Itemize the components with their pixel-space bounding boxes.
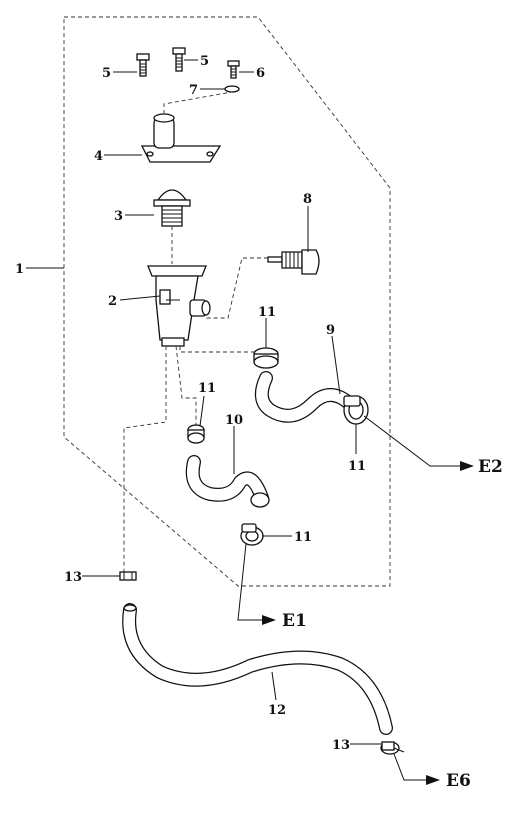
outlet-label-e1: E1 — [282, 611, 307, 631]
label-part-5a: 5 — [102, 66, 111, 81]
label-part-1: 1 — [15, 262, 24, 277]
leader-2 — [119, 295, 161, 301]
hose-clip-13-a — [119, 571, 137, 581]
hose-10 — [185, 455, 270, 508]
label-part-11d: 11 — [294, 530, 312, 545]
bolt-5-left — [136, 53, 150, 77]
assembly-boundary — [63, 16, 391, 587]
cover-dash-line — [163, 91, 233, 114]
label-part-11c: 11 — [198, 381, 216, 396]
label-part-12: 12 — [268, 703, 286, 718]
leader-9 — [331, 335, 341, 395]
label-part-10: 10 — [225, 413, 243, 428]
label-part-7: 7 — [189, 83, 198, 98]
label-part-6: 6 — [256, 66, 265, 81]
label-part-2: 2 — [108, 294, 117, 309]
hose-12 — [122, 603, 393, 735]
routing-dash-3 — [123, 346, 167, 572]
e1-arrowhead — [262, 615, 276, 625]
hose-clamp-11-a — [253, 347, 279, 369]
sensor-dash-line — [206, 257, 268, 319]
hose-9 — [254, 371, 357, 423]
e1-arrow-line — [237, 543, 268, 621]
temperature-sensor-8 — [267, 249, 320, 275]
outlet-label-e6: E6 — [446, 771, 471, 791]
label-part-8: 8 — [303, 192, 312, 207]
label-part-11b: 11 — [348, 459, 366, 474]
leader-12 — [271, 671, 277, 701]
outlet-label-e2: E2 — [478, 457, 503, 477]
thermostat-housing-2 — [147, 265, 211, 347]
label-part-13b: 13 — [332, 738, 350, 753]
label-part-4: 4 — [94, 149, 103, 164]
e6-arrowhead — [426, 775, 440, 785]
label-part-11a: 11 — [258, 305, 276, 320]
hose-clamp-11-b — [343, 395, 369, 425]
bolt-6 — [227, 60, 240, 79]
label-part-9: 9 — [326, 323, 335, 338]
label-part-5b: 5 — [200, 54, 209, 69]
e6-arrow-line — [393, 753, 432, 781]
thermostat-3 — [153, 189, 191, 227]
leader-11c — [199, 395, 205, 427]
hose-clamp-11-d — [240, 523, 264, 546]
hose-clamp-11-c — [187, 424, 205, 444]
washer-7 — [224, 85, 240, 93]
hose-clip-13-b — [380, 741, 405, 755]
label-part-13a: 13 — [64, 570, 82, 585]
routing-dash-1 — [179, 346, 265, 364]
thermostat-cover-4 — [140, 113, 222, 163]
label-part-3: 3 — [114, 209, 123, 224]
routing-dash-2 — [175, 345, 197, 428]
bolt-5-right — [172, 47, 186, 72]
e2-arrow-line — [363, 415, 466, 467]
e2-arrowhead — [460, 461, 474, 471]
